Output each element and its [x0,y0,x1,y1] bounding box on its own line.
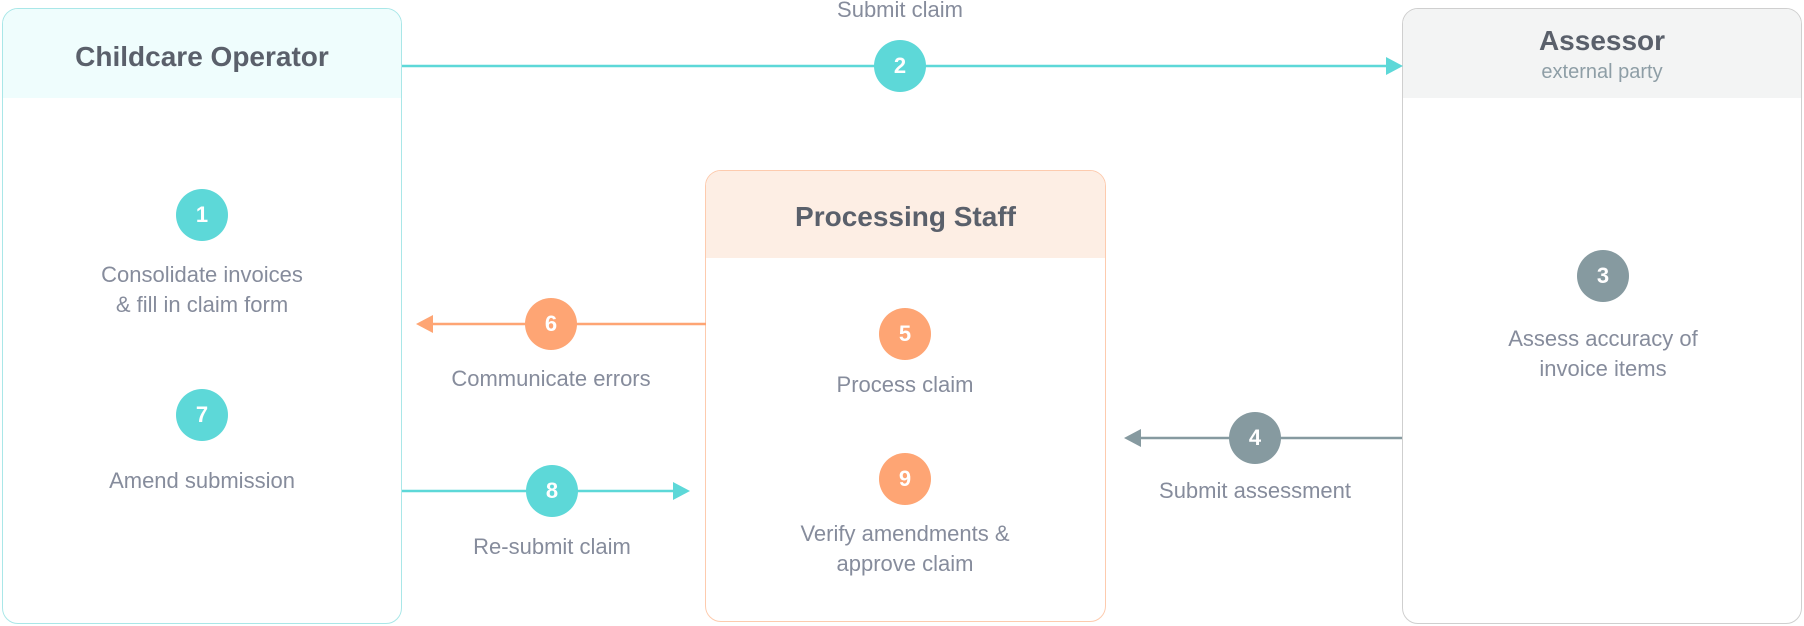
arrowhead-right-icon [673,482,690,500]
step-label-6: Communicate errors [451,364,650,394]
label-line: Consolidate invoices [101,262,303,287]
step-badge-1: 1 [176,189,228,241]
lane-title: Assessor [1538,25,1666,56]
label-line: Amend submission [109,468,295,493]
label-line: Process claim [836,372,974,397]
step-badge-4: 4 [1229,412,1281,464]
step-label-3: Assess accuracy of invoice items [1508,324,1698,384]
step-label-9: Verify amendments & approve claim [800,519,1009,579]
step-badge-3: 3 [1577,250,1629,302]
step-badge-2: 2 [874,40,926,92]
label-line: Verify amendments & [800,521,1010,546]
label-line: Submit claim [837,0,963,22]
lane-header: Processing Staff [706,171,1105,258]
step-badge-8: 8 [526,465,578,517]
step-badge-9: 9 [879,453,931,505]
step-label-5: Process claim [837,370,974,400]
label-line: & fill in claim form [115,292,289,317]
lane-processing-staff: Processing Staff [705,170,1106,622]
lane-title: Childcare Operator [75,41,329,72]
lane-childcare-operator: Childcare Operator [2,8,402,624]
step-badge-5: 5 [879,308,931,360]
arrowhead-right-icon [1386,57,1403,75]
step-label-8: Re-submit claim [473,532,631,562]
arrowhead-left-icon [416,315,433,333]
label-line: Assess accuracy of [1508,326,1698,351]
arrowhead-left-icon [1124,429,1141,447]
step-badge-7: 7 [176,389,228,441]
step-label-7: Amend submission [109,466,295,496]
step-label-1: Consolidate invoices & fill in claim for… [101,260,303,320]
lane-assessor: Assessor external party [1402,8,1802,624]
label-line: Submit assessment [1159,478,1351,503]
label-line: Communicate errors [451,366,651,391]
lane-header: Childcare Operator [3,9,401,98]
label-line: approve claim [836,551,974,576]
step-badge-6: 6 [525,298,577,350]
step-label-4: Submit assessment [1159,476,1351,506]
lane-header: Assessor external party [1403,9,1801,98]
label-line: Re-submit claim [473,534,631,559]
step-label-2: Submit claim [837,0,963,25]
lane-title: Processing Staff [795,201,1016,232]
lane-subtitle: external party [1541,61,1663,83]
label-line: invoice items [1539,356,1667,381]
